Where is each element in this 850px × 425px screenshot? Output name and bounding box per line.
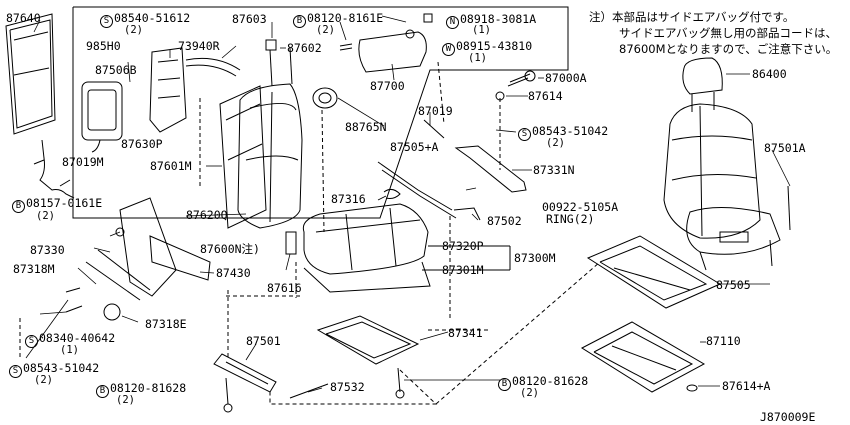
label-87505: 87505 <box>716 278 751 292</box>
label-87602: 87602 <box>287 41 322 55</box>
label-86400: 86400 <box>752 67 787 81</box>
base-frame-shape <box>580 321 706 393</box>
label-87000A: 87000A <box>545 71 587 85</box>
label-87600N: 87600N注) <box>200 242 260 256</box>
qty-08340: (1) <box>60 344 79 356</box>
qty-08918: (1) <box>472 24 491 36</box>
qty-08120-81628-left: (2) <box>116 394 135 406</box>
label-87316: 87316 <box>331 192 366 206</box>
qty-08120-8161E: (2) <box>316 24 335 36</box>
note-line-3: 87600Mとなりますので、ご注意下さい。 <box>619 42 838 56</box>
qty-08120-81628-mid: (2) <box>520 387 539 399</box>
group-frame <box>72 6 569 219</box>
label-87601M: 87601M <box>150 159 192 173</box>
label-87019M: 87019M <box>62 155 104 169</box>
bolt-circle-icon: B <box>293 15 306 28</box>
label-87331N: 87331N <box>533 163 575 177</box>
screw-circle-icon: S <box>25 335 38 348</box>
knob-shape <box>312 87 338 109</box>
label-87330: 87330 <box>30 243 65 257</box>
label-87110: 87110 <box>706 334 741 348</box>
label-87501: 87501 <box>246 334 281 348</box>
rail-assembly-shape <box>586 235 722 309</box>
seat-pan-shape <box>303 261 431 293</box>
note-line-1: 注）本部品はサイドエアバッグ付です。 <box>589 10 795 24</box>
seat-frame-shape <box>316 315 420 365</box>
label-87700: 87700 <box>370 79 405 93</box>
bolt-circle-icon: B <box>498 378 511 391</box>
screw-circle-icon: S <box>100 15 113 28</box>
back-board-shape <box>5 13 56 135</box>
label-87501A: 87501A <box>764 141 806 155</box>
label-87502: 87502 <box>487 214 522 228</box>
label-87301M: 87301M <box>442 263 484 277</box>
recliner-shape <box>85 197 211 301</box>
label-00922-5105A: 00922-5105A <box>542 200 619 214</box>
bracket-shape <box>454 145 527 193</box>
label-87505-A: 87505+A <box>390 140 439 154</box>
washer-circle-icon: W <box>442 43 455 56</box>
label-87620Q: 87620Q <box>186 208 228 222</box>
screw-circle-icon: S <box>9 365 22 378</box>
label-ring: RING(2) <box>546 212 595 226</box>
label-985H0: 985H0 <box>86 39 121 53</box>
bolt-circle-icon: B <box>96 385 109 398</box>
side-cover-shape <box>358 31 427 73</box>
qty-08543-top: (2) <box>546 137 565 149</box>
label-87341: 87341 <box>448 326 483 340</box>
seatback-cushion-shape <box>237 83 303 229</box>
label-87614-A: 87614+A <box>722 379 771 393</box>
screw-circle-icon: S <box>518 128 531 141</box>
label-87318E: 87318E <box>145 317 187 331</box>
label-87603: 87603 <box>232 12 267 26</box>
seat-assembly-shape <box>663 57 781 271</box>
airbag-module-shape <box>81 81 123 153</box>
note-line-2: サイドエアバッグ無し用の部品コードは、 <box>619 26 838 40</box>
qty-08543-bottom: (2) <box>34 374 53 386</box>
qty-08157: (2) <box>36 210 55 222</box>
label-87506B: 87506B <box>95 63 137 77</box>
label-88765N: 88765N <box>345 120 387 134</box>
label-87430: 87430 <box>216 266 251 280</box>
label-87532: 87532 <box>330 380 365 394</box>
label-87318M: 87318M <box>13 262 55 276</box>
rail-left-shape <box>213 353 277 393</box>
bolt-circle-icon: B <box>12 200 25 213</box>
label-87320P: 87320P <box>442 239 484 253</box>
airbag-note: 注）本部品はサイドエアバッグ付です。 サイドエアバッグ無し用の部品コードは、 8… <box>589 9 837 57</box>
qty-08915: (1) <box>468 52 487 64</box>
handle-shape <box>185 57 241 77</box>
label-73940R: 73940R <box>178 39 220 53</box>
seat-cushion-shape <box>302 203 429 275</box>
qty-08540: (2) <box>124 24 143 36</box>
label-87614: 87614 <box>528 89 563 103</box>
label-87640: 87640 <box>6 11 41 25</box>
label-87630P: 87630P <box>121 137 163 151</box>
label-87300M: 87300M <box>514 251 556 265</box>
side-panel-shape <box>149 47 187 133</box>
nut-circle-icon: N <box>446 16 459 29</box>
label-87019: 87019 <box>418 104 453 118</box>
label-87616: 87616 <box>267 281 302 295</box>
harness-shape <box>33 139 75 199</box>
reference-code: J870009E <box>760 410 816 424</box>
